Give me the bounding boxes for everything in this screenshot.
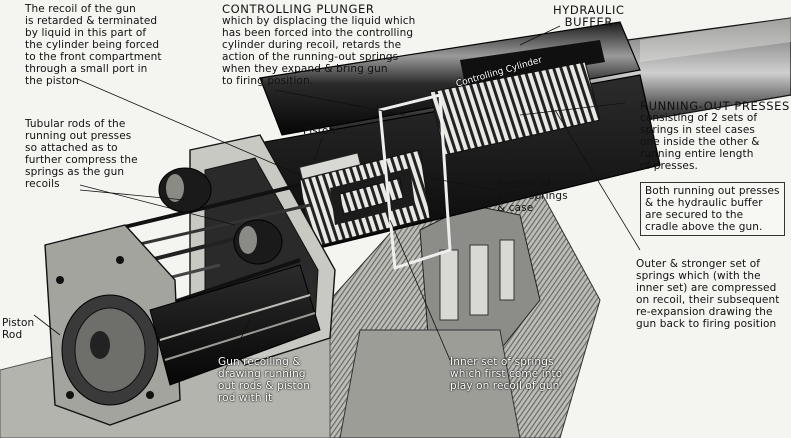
- section-outer-line: Section of: [497, 178, 551, 190]
- running-out-presses-note: RUNNING-OUT PRESSES consisting of 2 sets…: [640, 100, 790, 172]
- running-out-press-cylinder: [219, 61, 661, 266]
- secured-note-line: cradle above the gun.: [645, 221, 763, 233]
- inner-springs-line: which first come into: [450, 368, 563, 380]
- secured-note-line: & the hydraulic buffer: [645, 197, 763, 209]
- secured-note-line: Both running out presses: [645, 185, 780, 197]
- section-outer-line: outer springs: [497, 190, 568, 202]
- inner-springs-note: Inner set of springs which first come in…: [450, 356, 562, 392]
- recoil-line: through a small port in: [25, 63, 148, 75]
- hydraulic-buffer-cylinder: [259, 21, 641, 136]
- controlling-plunger-note: CONTROLLING PLUNGER which by displacing …: [222, 3, 415, 87]
- leader-lines: [33, 25, 641, 371]
- inner-springs-line: play on recoil of gun: [450, 380, 560, 392]
- running-out-presses-line: running entire length: [640, 148, 754, 160]
- running-out-presses-line: of presses.: [640, 160, 698, 172]
- tubular-rods-line: so attached as to: [25, 142, 118, 154]
- gun-recoiling-line: Gun recoiling &: [218, 356, 301, 368]
- running-out-presses-line: one inside the other &: [640, 136, 760, 148]
- outer-springs-line: re-expansion drawing the: [636, 306, 773, 318]
- controlling-plunger-line: when they expand & bring gun: [222, 63, 388, 75]
- controlling-plunger-line: to firing position.: [222, 75, 314, 87]
- outer-springs-line: gun back to firing position: [636, 318, 777, 330]
- recoil-line: The recoil of the gun: [25, 3, 136, 15]
- outer-springs-line: on recoil, their subsequent: [636, 294, 780, 306]
- secured-note-box: Both running out presses & the hydraulic…: [640, 182, 785, 236]
- inner-springs-line: Inner set of springs: [450, 356, 554, 368]
- gun-recoiling-line: drawing running: [218, 368, 306, 380]
- tubular-rods-line: Tubular rods of the: [25, 118, 126, 130]
- secured-note-line: are secured to the: [645, 209, 744, 221]
- tubular-rods-line: recoils: [25, 178, 60, 190]
- controlling-plunger-title: CONTROLLING PLUNGER: [222, 2, 375, 16]
- controlling-plunger-line: action of the running-out springs: [222, 51, 399, 63]
- gun-recoiling-note: Gun recoiling & drawing running out rods…: [218, 356, 310, 404]
- hydraulic-buffer-line: HYDRAULIC: [553, 3, 625, 17]
- hydraulic-buffer-line: BUFFER: [564, 15, 613, 29]
- tubular-rods-note: Tubular rods of the running out presses …: [25, 118, 138, 190]
- running-out-presses-title: RUNNING-OUT PRESSES: [640, 99, 790, 113]
- recoil-note: The recoil of the gun is retarded & term…: [25, 3, 162, 87]
- piston-label: Piston: [303, 125, 336, 137]
- outer-springs-line: inner set) are compressed: [636, 282, 777, 294]
- tubular-rods-line: running out presses: [25, 130, 132, 142]
- recoil-line: the piston: [25, 75, 79, 87]
- recoil-line: by liquid in this part of: [25, 27, 147, 39]
- piston-rod-line: Piston: [2, 317, 35, 329]
- gun-recoiling-line: out rods & piston: [218, 380, 310, 392]
- section-outer-springs-label: Section of outer springs & case: [497, 178, 568, 214]
- controlling-plunger-line: has been forced into the controlling: [222, 27, 414, 39]
- end-plate: [44, 224, 321, 426]
- tubular-rods-line: further compress the: [25, 154, 138, 166]
- running-out-presses-line: springs in steel cases: [640, 124, 755, 136]
- outer-springs-note: Outer & stronger set of springs which (w…: [636, 258, 779, 330]
- running-out-presses-line: consisting of 2 sets of: [640, 112, 758, 124]
- recoil-line: the cylinder being forced: [25, 39, 160, 51]
- tubular-rods-line: springs as the gun: [25, 166, 125, 178]
- recoil-line: to the front compartment: [25, 51, 162, 63]
- piston-rod-line: Rod: [2, 329, 23, 341]
- gun-recoiling-line: rod with it: [218, 392, 273, 404]
- outer-springs-line: springs which (with the: [636, 270, 761, 282]
- section-outer-line: & case: [497, 202, 534, 214]
- outer-springs-line: Outer & stronger set of: [636, 258, 761, 270]
- controlling-plunger-line: which by displacing the liquid which: [222, 15, 416, 27]
- recoil-line: is retarded & terminated: [25, 15, 158, 27]
- hydraulic-buffer-label: HYDRAULIC BUFFER: [553, 4, 625, 28]
- piston-rod-label: Piston Rod: [2, 317, 34, 341]
- controlling-plunger-line: cylinder during recoil, retards the: [222, 39, 402, 51]
